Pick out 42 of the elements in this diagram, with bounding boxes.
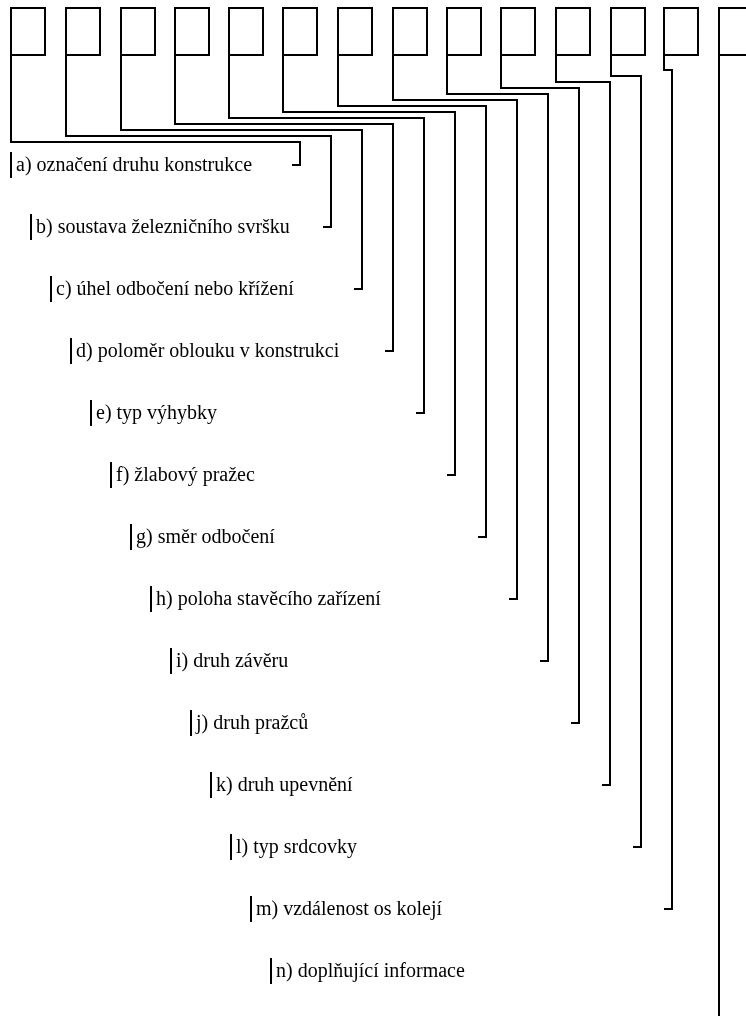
empty-box xyxy=(174,7,210,56)
empty-box xyxy=(282,7,318,56)
part-label: b) soustava železničního svršku xyxy=(30,214,323,240)
empty-box xyxy=(337,7,373,56)
part-label: j) druh pražců xyxy=(190,710,571,736)
part-label: m) vzdálenost os kolejí xyxy=(250,896,664,922)
part-label: d) poloměr oblouku v konstrukci xyxy=(70,338,385,364)
leader-line xyxy=(718,55,720,1017)
part-label: c) úhel odbočení nebo křížení xyxy=(50,276,354,302)
part-label: l) typ srdcovky xyxy=(230,834,633,860)
part-label: a) označení druhu konstrukce xyxy=(10,152,292,178)
part-label: f) žlabový pražec xyxy=(110,462,447,488)
leader-line xyxy=(392,55,518,600)
part-label: k) druh upevnění xyxy=(210,772,602,798)
empty-box xyxy=(555,7,591,56)
empty-box xyxy=(500,7,536,56)
leader-line xyxy=(120,55,363,290)
leader-line xyxy=(663,55,673,910)
leader-line xyxy=(65,55,332,228)
empty-box xyxy=(120,7,156,56)
leader-line xyxy=(174,55,394,352)
empty-box xyxy=(610,7,646,56)
leader-line xyxy=(337,55,487,538)
empty-box xyxy=(446,7,482,56)
part-label: g) směr odbočení xyxy=(130,524,478,550)
part-label: h) poloha stavěcího zařízení xyxy=(150,586,509,612)
empty-box xyxy=(10,7,46,56)
leader-line xyxy=(10,55,301,166)
empty-box xyxy=(228,7,264,56)
empty-box xyxy=(392,7,428,56)
empty-box xyxy=(663,7,699,56)
leader-line xyxy=(228,55,425,414)
leader-line xyxy=(610,55,642,848)
part-label: i) druh závěru xyxy=(170,648,540,674)
leader-line xyxy=(446,55,549,662)
leader-line xyxy=(500,55,580,724)
leader-line xyxy=(555,55,611,786)
part-label: n) doplňující informace xyxy=(270,958,695,984)
part-label: e) typ výhybky xyxy=(90,400,416,426)
empty-box xyxy=(718,7,746,56)
empty-box xyxy=(65,7,101,56)
leader-line xyxy=(282,55,456,476)
